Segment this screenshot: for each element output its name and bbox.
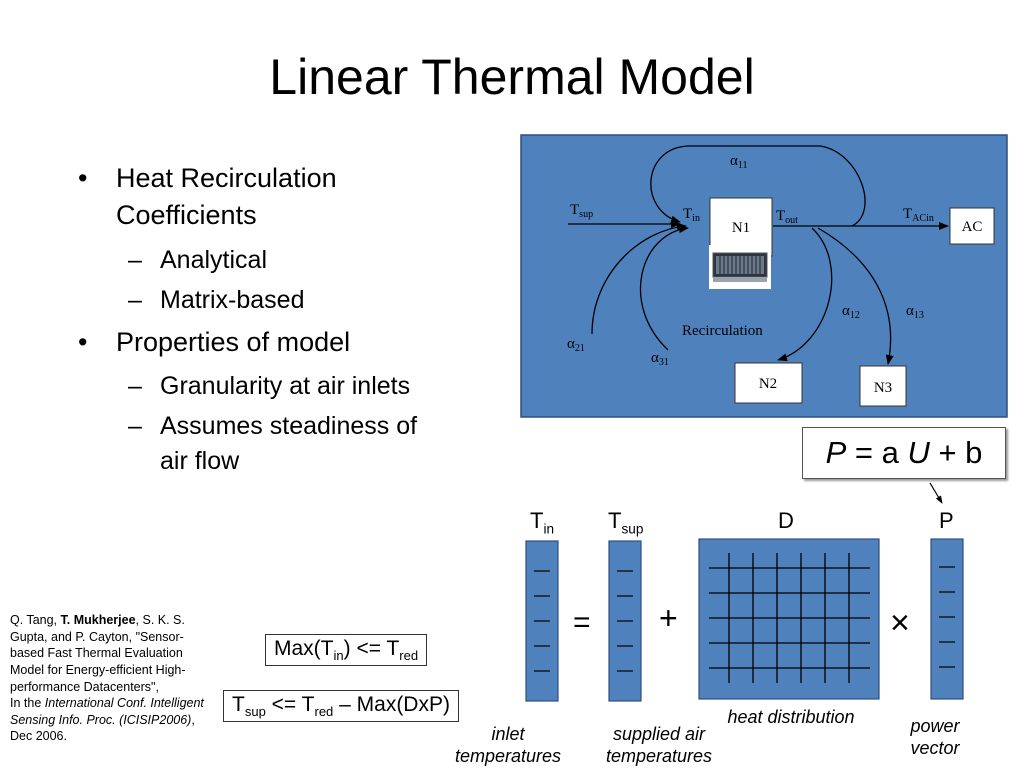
equation-text: + b [929, 435, 983, 470]
caption-heat-distribution: heat distribution [727, 707, 855, 727]
dash-icon: – [128, 412, 142, 441]
equation-p: P [825, 435, 847, 470]
node-ac [949, 207, 995, 245]
citation-title: "Sensor-based Fast Thermal Evaluation Mo… [10, 629, 186, 694]
matrix-equation [525, 538, 964, 702]
equation-text: = a [846, 435, 908, 470]
node-n2 [734, 362, 803, 404]
times-sign: × [890, 604, 910, 642]
bullet-list: • Heat Recirculation Coefficients – Anal… [78, 160, 438, 484]
citation: Q. Tang, T. Mukherjee, S. K. S. Gupta, a… [10, 612, 210, 745]
constraint-max-tin: Max(Tin) <= Tred [265, 634, 428, 667]
tin-vector [525, 540, 559, 702]
constraint-text: ) <= T [343, 637, 400, 660]
citation-author-highlight: T. Mukherjee [60, 613, 136, 627]
equation-pointer-arrow [929, 482, 943, 504]
label-alpha13: α13 [906, 303, 924, 321]
alpha13-arrow [817, 227, 894, 365]
sub-bullet-text: Matrix-based [160, 286, 305, 314]
caption-power-vector: power vector [910, 716, 960, 758]
tsup-vector [608, 540, 642, 702]
sub-bullet-item: – Analytical [78, 243, 438, 278]
node-ac-label: AC [962, 219, 983, 235]
alpha21-arrow [591, 222, 687, 335]
sub-bullet-item: – Matrix-based [78, 283, 438, 318]
equation-u: U [907, 435, 930, 470]
sub-bullet-item: – Granularity at air inlets [78, 369, 438, 404]
p-vector [930, 538, 964, 700]
bullet-item: • Heat Recirculation Coefficients [78, 160, 438, 235]
bullet-dot-icon: • [78, 163, 88, 193]
sub-bullet-text: Granularity at air inlets [160, 371, 411, 400]
label-tacin: TACin [903, 206, 934, 224]
constraint-sub: sup [244, 704, 266, 720]
d-matrix [698, 538, 880, 700]
citation-date: , Dec 2006. [10, 712, 195, 744]
dash-icon: – [128, 371, 142, 400]
constraint-sub: red [314, 704, 334, 720]
label-alpha21: α21 [567, 336, 585, 354]
citation-venue-prefix: In the [10, 696, 42, 711]
bullet-dot-icon: • [78, 326, 88, 357]
dash-icon: – [128, 286, 142, 314]
label-alpha31: α31 [651, 350, 669, 368]
server-rack-icon [709, 245, 771, 289]
caption-inlet-temperatures: inlet temperatures [454, 724, 562, 766]
constraint-sub: red [399, 648, 419, 664]
label-alpha12: α12 [842, 303, 860, 321]
label-alpha11: α11 [730, 153, 748, 171]
slide-title: Linear Thermal Model [269, 49, 755, 105]
constraint-text: <= T [265, 693, 315, 716]
label-d-matrix: D [778, 508, 794, 533]
label-tin: Tin [683, 206, 700, 224]
constraint-tsup: Tsup <= Tred – Max(DxP) [223, 690, 459, 723]
alpha12-arrow [777, 227, 833, 362]
node-n3-label: N3 [874, 380, 892, 396]
sub-bullet-text: Analytical [160, 245, 267, 274]
label-tin-vector: Tin [530, 508, 555, 537]
equals-sign: = [573, 606, 591, 639]
node-n3 [859, 365, 907, 407]
constraint-text: T [232, 693, 245, 716]
recirculation-diagram: N1 AC N2 N3 Tsup Tin Tout TACin α11 [520, 134, 1008, 418]
label-tsup-vector: Tsup [608, 508, 644, 537]
caption-supplied-air-temperatures: supplied air temperatures [605, 724, 713, 766]
citation-authors: Q. Tang, [10, 613, 58, 627]
citation-authors-rest: , S. K. S. Gupta, and P. Cayton, [10, 613, 185, 644]
bullet-item: • Properties of model [78, 324, 438, 361]
label-recirculation: Recirculation [682, 323, 763, 339]
constraint-sub: in [333, 648, 344, 664]
sub-bullet-item: – Assumes steadiness of air flow [78, 409, 438, 478]
plus-sign: + [659, 600, 678, 636]
constraint-text: – Max(DxP) [333, 693, 450, 716]
label-tout: Tout [776, 208, 798, 226]
node-n1-label: N1 [732, 220, 750, 236]
node-n2-label: N2 [759, 376, 777, 392]
dash-icon: – [128, 245, 142, 274]
label-tsup: Tsup [570, 202, 593, 220]
alpha11-loop-arrow [650, 145, 866, 227]
bullet-text: Heat Recirculation Coefficients [116, 163, 337, 231]
constraint-text: Max(T [274, 637, 334, 660]
power-model-equation: P = a U + b [802, 427, 1006, 479]
citation-venue: International Conf. Intelligent Sensing … [10, 696, 204, 727]
bullet-text: Properties of model [116, 326, 351, 357]
label-p-vector: P [939, 508, 954, 533]
sub-bullet-text: Assumes steadiness of air flow [160, 412, 418, 475]
alpha31-arrow [639, 225, 689, 351]
